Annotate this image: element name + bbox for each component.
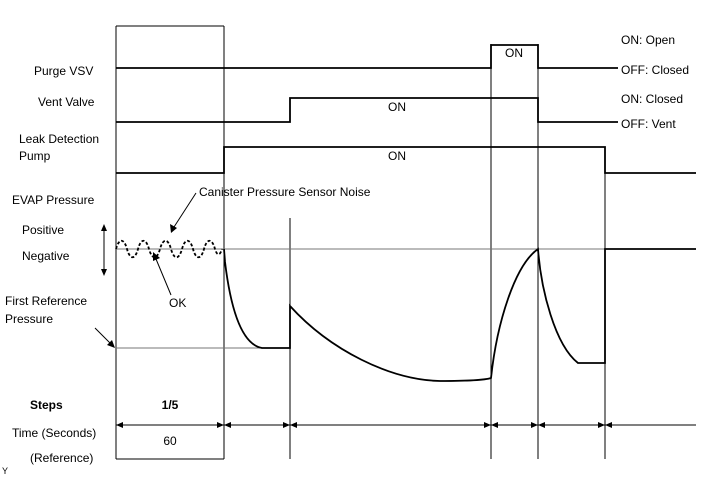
time-value: 60 xyxy=(163,434,177,448)
time-markers xyxy=(289,44,606,459)
leak-pump-waveform xyxy=(116,146,696,174)
first-reference-arrow xyxy=(94,327,115,348)
first-reference-label-line1: First Reference xyxy=(5,294,87,308)
first-reference-label-line2: Pressure xyxy=(5,312,53,326)
sensor-noise-annotation: Canister Pressure Sensor Noise xyxy=(199,185,371,199)
vent-valve-waveform xyxy=(116,97,618,123)
evap-pressure-waveform xyxy=(223,247,696,382)
purge-vsv-waveform xyxy=(116,44,618,69)
leak-pump-on-label: ON xyxy=(388,149,406,163)
vent-valve-label: Vent Valve xyxy=(38,95,95,109)
vent-valve-on-label: ON xyxy=(388,100,406,114)
ok-annotation-arrow xyxy=(153,252,172,296)
time-axis xyxy=(116,422,696,428)
leak-pump-label-line2: Pump xyxy=(19,149,51,163)
purge-legend-on: ON: Open xyxy=(621,33,675,47)
noise-annotation-arrow xyxy=(170,192,197,233)
step-frame xyxy=(115,25,225,460)
purge-legend-off: OFF: Closed xyxy=(621,63,689,77)
vent-legend-on: ON: Closed xyxy=(621,92,683,106)
vent-legend-off: OFF: Vent xyxy=(621,117,676,131)
purge-vsv-label: Purge VSV xyxy=(34,64,93,78)
steps-label: Steps xyxy=(30,398,63,412)
purge-vsv-on-label: ON xyxy=(505,46,523,60)
evap-pressure-label: EVAP Pressure xyxy=(12,193,95,207)
pressure-direction-arrow xyxy=(101,224,107,276)
negative-label: Negative xyxy=(22,249,70,263)
leak-pump-label-line1: Leak Detection xyxy=(19,132,99,146)
footer-mark: Y xyxy=(2,466,8,476)
ok-annotation: OK xyxy=(169,296,186,310)
time-label: Time (Seconds) xyxy=(12,426,96,440)
step-value: 1/5 xyxy=(162,398,179,412)
reference-label: (Reference) xyxy=(30,451,93,465)
positive-label: Positive xyxy=(22,223,64,237)
